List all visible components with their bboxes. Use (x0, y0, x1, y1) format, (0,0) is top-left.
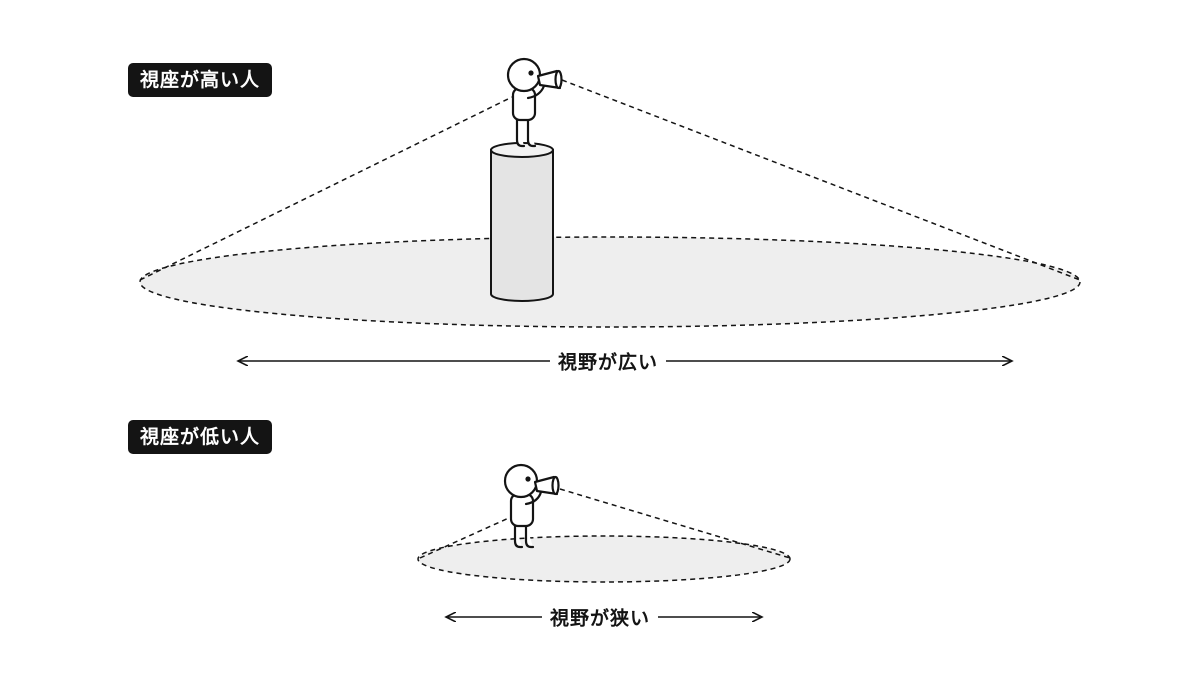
wide-view-label: 視野が広い (549, 347, 667, 375)
narrow-sight-line-right (559, 488, 791, 559)
low-viewpoint-scene (417, 463, 791, 583)
narrow-view-label: 視野が狭い (541, 603, 659, 631)
low-viewpoint-label: 視座が低い人 (128, 420, 273, 454)
narrow-field-ellipse (417, 535, 791, 583)
narrow-sight-line-left (419, 516, 512, 559)
sight-line-left (139, 96, 513, 281)
person-low-icon (503, 463, 560, 549)
pedestal (490, 142, 554, 302)
high-viewpoint-scene (139, 57, 1081, 328)
person-high-icon (506, 57, 563, 148)
wide-field-ellipse (139, 236, 1081, 328)
sight-line-right (561, 79, 1081, 281)
high-viewpoint-label: 視座が高い人 (128, 63, 273, 97)
